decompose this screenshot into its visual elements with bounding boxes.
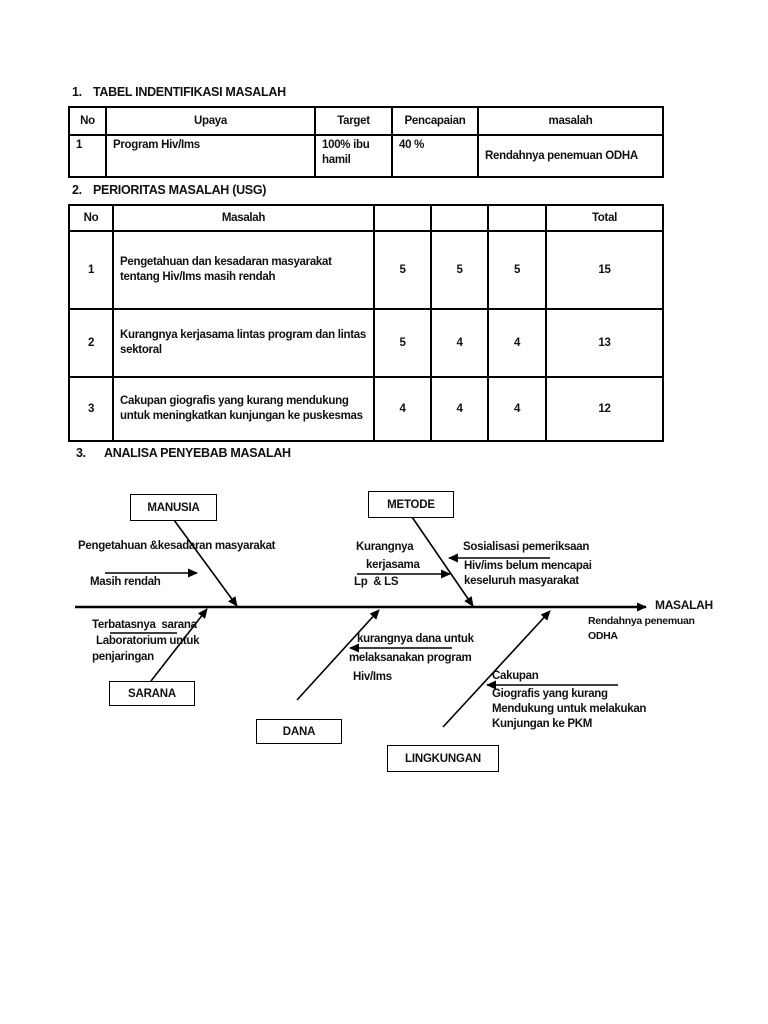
dana-branch-arrow bbox=[296, 609, 380, 701]
col-header-masalah: masalah bbox=[477, 106, 664, 136]
cell-no: 2 bbox=[68, 308, 114, 378]
cell-upaya: Program Hiv/Ims bbox=[105, 134, 316, 178]
effect-line1: Rendahnya penemuan bbox=[588, 615, 695, 627]
cell-total: 13 bbox=[545, 308, 664, 378]
sarana-branch-arrow bbox=[150, 608, 208, 682]
sarana-cause-line3: penjaringan bbox=[92, 651, 154, 663]
table-row: 1 Pengetahuan dan kesadaran masyarakat t… bbox=[68, 230, 664, 310]
cell-masalah: Rendahnya penemuan ODHA bbox=[477, 134, 664, 178]
section2-number: 2. bbox=[72, 183, 82, 197]
effect-title: MASALAH bbox=[655, 598, 713, 612]
cell-score-s: 4 bbox=[430, 308, 489, 378]
priority-table: No Masalah Total 1 Pengetahuan dan kesad… bbox=[68, 204, 664, 442]
section1-title: TABEL INDENTIFIKASI MASALAH bbox=[93, 85, 286, 99]
section3-heading: 3. ANALISA PENYEBAB MASALAH bbox=[76, 446, 291, 461]
metode-note-line3: keseluruh masyarakat bbox=[464, 575, 579, 587]
table-row: 2 Kurangnya kerjasama lintas program dan… bbox=[68, 308, 664, 378]
cell-score-u: 5 bbox=[373, 308, 432, 378]
col-header-u bbox=[373, 204, 432, 232]
category-box-sarana: SARANA bbox=[109, 681, 195, 706]
cell-pencapaian: 40 % bbox=[391, 134, 479, 178]
col-header-no: No bbox=[68, 204, 114, 232]
cell-score-u: 5 bbox=[373, 230, 432, 310]
metode-cause-line3: Lp & LS bbox=[354, 576, 399, 588]
identification-table: No Upaya Target Pencapaian masalah 1 Pro… bbox=[68, 106, 664, 178]
priority-table-header-row: No Masalah Total bbox=[68, 204, 664, 232]
cell-no: 1 bbox=[68, 230, 114, 310]
col-header-pencapaian: Pencapaian bbox=[391, 106, 479, 136]
cell-score-g: 4 bbox=[487, 308, 547, 378]
cell-no: 1 bbox=[68, 134, 107, 178]
effect-line2: ODHA bbox=[588, 630, 618, 642]
metode-note-line1: Sosialisasi pemeriksaan bbox=[463, 541, 590, 553]
dana-cause-line1: kurangnya dana untuk bbox=[357, 633, 474, 645]
lingkungan-cause-line2: Giografis yang kurang bbox=[492, 688, 608, 700]
manusia-branch-arrow bbox=[173, 519, 238, 607]
cell-total: 12 bbox=[545, 376, 664, 442]
sarana-cause-line1: Terbatasnya sarana bbox=[92, 619, 197, 631]
col-header-no: No bbox=[68, 106, 107, 136]
cell-score-s: 4 bbox=[430, 376, 489, 442]
metode-note-line2: Hiv/ims belum mencapai bbox=[464, 560, 592, 572]
lingkungan-cause-line3: Mendukung untuk melakukan bbox=[492, 703, 647, 715]
cell-score-g: 4 bbox=[487, 376, 547, 442]
col-header-g bbox=[487, 204, 547, 232]
cell-masalah: Kurangnya kerjasama lintas program dan l… bbox=[112, 308, 375, 378]
col-header-upaya: Upaya bbox=[105, 106, 316, 136]
lingkungan-cause-line1: Cakupan bbox=[492, 670, 539, 682]
sarana-cause-line2: Laboratorium untuk bbox=[96, 635, 200, 647]
section3-number: 3. bbox=[76, 446, 86, 460]
dana-cause-line3: Hiv/Ims bbox=[353, 671, 392, 683]
col-header-s bbox=[430, 204, 489, 232]
category-box-lingkungan: LINGKUNGAN bbox=[387, 745, 499, 772]
lingkungan-branch-arrow bbox=[442, 610, 551, 728]
category-box-dana: DANA bbox=[256, 719, 342, 744]
category-box-metode: METODE bbox=[368, 491, 454, 518]
category-label: METODE bbox=[387, 498, 435, 511]
category-box-manusia: MANUSIA bbox=[130, 494, 217, 521]
cell-no: 3 bbox=[68, 376, 114, 442]
cell-score-u: 4 bbox=[373, 376, 432, 442]
col-header-total: Total bbox=[545, 204, 664, 232]
table-row: 3 Cakupan giografis yang kurang mendukun… bbox=[68, 376, 664, 442]
category-label: DANA bbox=[282, 725, 316, 738]
table-row: 1 Program Hiv/Ims 100% ibu hamil 40 % Re… bbox=[68, 134, 664, 178]
category-label: SARANA bbox=[128, 687, 176, 700]
manusia-cause-line2: Masih rendah bbox=[90, 576, 161, 588]
section3-title: ANALISA PENYEBAB MASALAH bbox=[104, 446, 291, 460]
cell-masalah: Pengetahuan dan kesadaran masyarakat ten… bbox=[112, 230, 375, 310]
section1-number: 1. bbox=[72, 85, 82, 99]
section2-title: PERIORITAS MASALAH (USG) bbox=[93, 183, 267, 197]
metode-branch-arrow bbox=[411, 516, 474, 607]
col-header-target: Target bbox=[314, 106, 393, 136]
cell-masalah: Cakupan giografis yang kurang mendukung … bbox=[112, 376, 375, 442]
metode-cause-line1: Kurangnya bbox=[356, 541, 414, 553]
section1-heading: 1. TABEL INDENTIFIKASI MASALAH bbox=[72, 85, 286, 100]
cell-target: 100% ibu hamil bbox=[314, 134, 393, 178]
category-label: MANUSIA bbox=[147, 501, 200, 514]
manusia-cause-line1: Pengetahuan &kesadaran masyarakat bbox=[78, 540, 276, 552]
metode-cause-line2: kerjasama bbox=[366, 559, 420, 571]
cell-score-g: 5 bbox=[487, 230, 547, 310]
cell-score-s: 5 bbox=[430, 230, 489, 310]
lingkungan-cause-line4: Kunjungan ke PKM bbox=[492, 718, 592, 730]
category-label: LINGKUNGAN bbox=[405, 752, 481, 765]
identification-table-header-row: No Upaya Target Pencapaian masalah bbox=[68, 106, 664, 136]
cell-total: 15 bbox=[545, 230, 664, 310]
dana-cause-line2: melaksanakan program bbox=[349, 652, 472, 664]
col-header-masalah: Masalah bbox=[112, 204, 375, 232]
section2-heading: 2. PERIORITAS MASALAH (USG) bbox=[72, 183, 266, 198]
